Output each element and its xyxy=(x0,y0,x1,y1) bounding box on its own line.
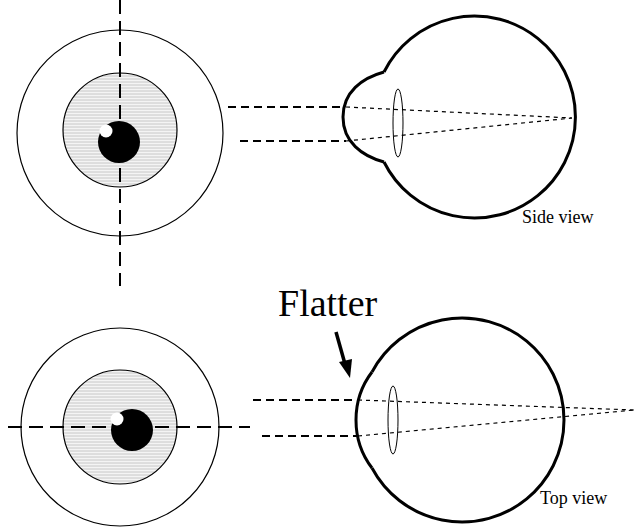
view-label: Top view xyxy=(540,489,607,507)
callout-label: Flatter xyxy=(278,284,377,322)
side-eye xyxy=(228,16,575,218)
top-eye xyxy=(253,318,634,522)
front-eye-bottom xyxy=(8,328,250,526)
callout-arrow xyxy=(336,332,352,378)
front-eye-top xyxy=(17,0,223,286)
view-label: Side view xyxy=(522,208,594,226)
